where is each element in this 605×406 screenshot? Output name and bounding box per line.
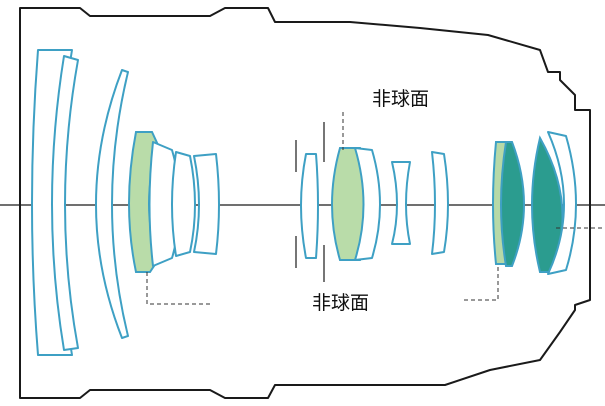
lens-barrel-outline	[19, 7, 591, 399]
lens-element-7	[300, 153, 319, 259]
lens-element-3	[95, 69, 129, 339]
aspherical-leader-rear	[464, 264, 499, 301]
aspherical-label-bottom: 非球面	[312, 292, 370, 314]
lens-element-11	[500, 141, 525, 267]
lens-element-13	[547, 131, 577, 275]
lens-element-6	[193, 153, 220, 255]
lens-element-2	[51, 55, 79, 351]
aspherical-leader-front	[146, 272, 212, 305]
lens-element-8	[354, 147, 381, 261]
aspherical-label-top: 非球面	[372, 88, 430, 110]
lens-element-10	[431, 151, 449, 255]
lens-element-5	[171, 151, 196, 257]
lens-element-9	[391, 161, 411, 245]
